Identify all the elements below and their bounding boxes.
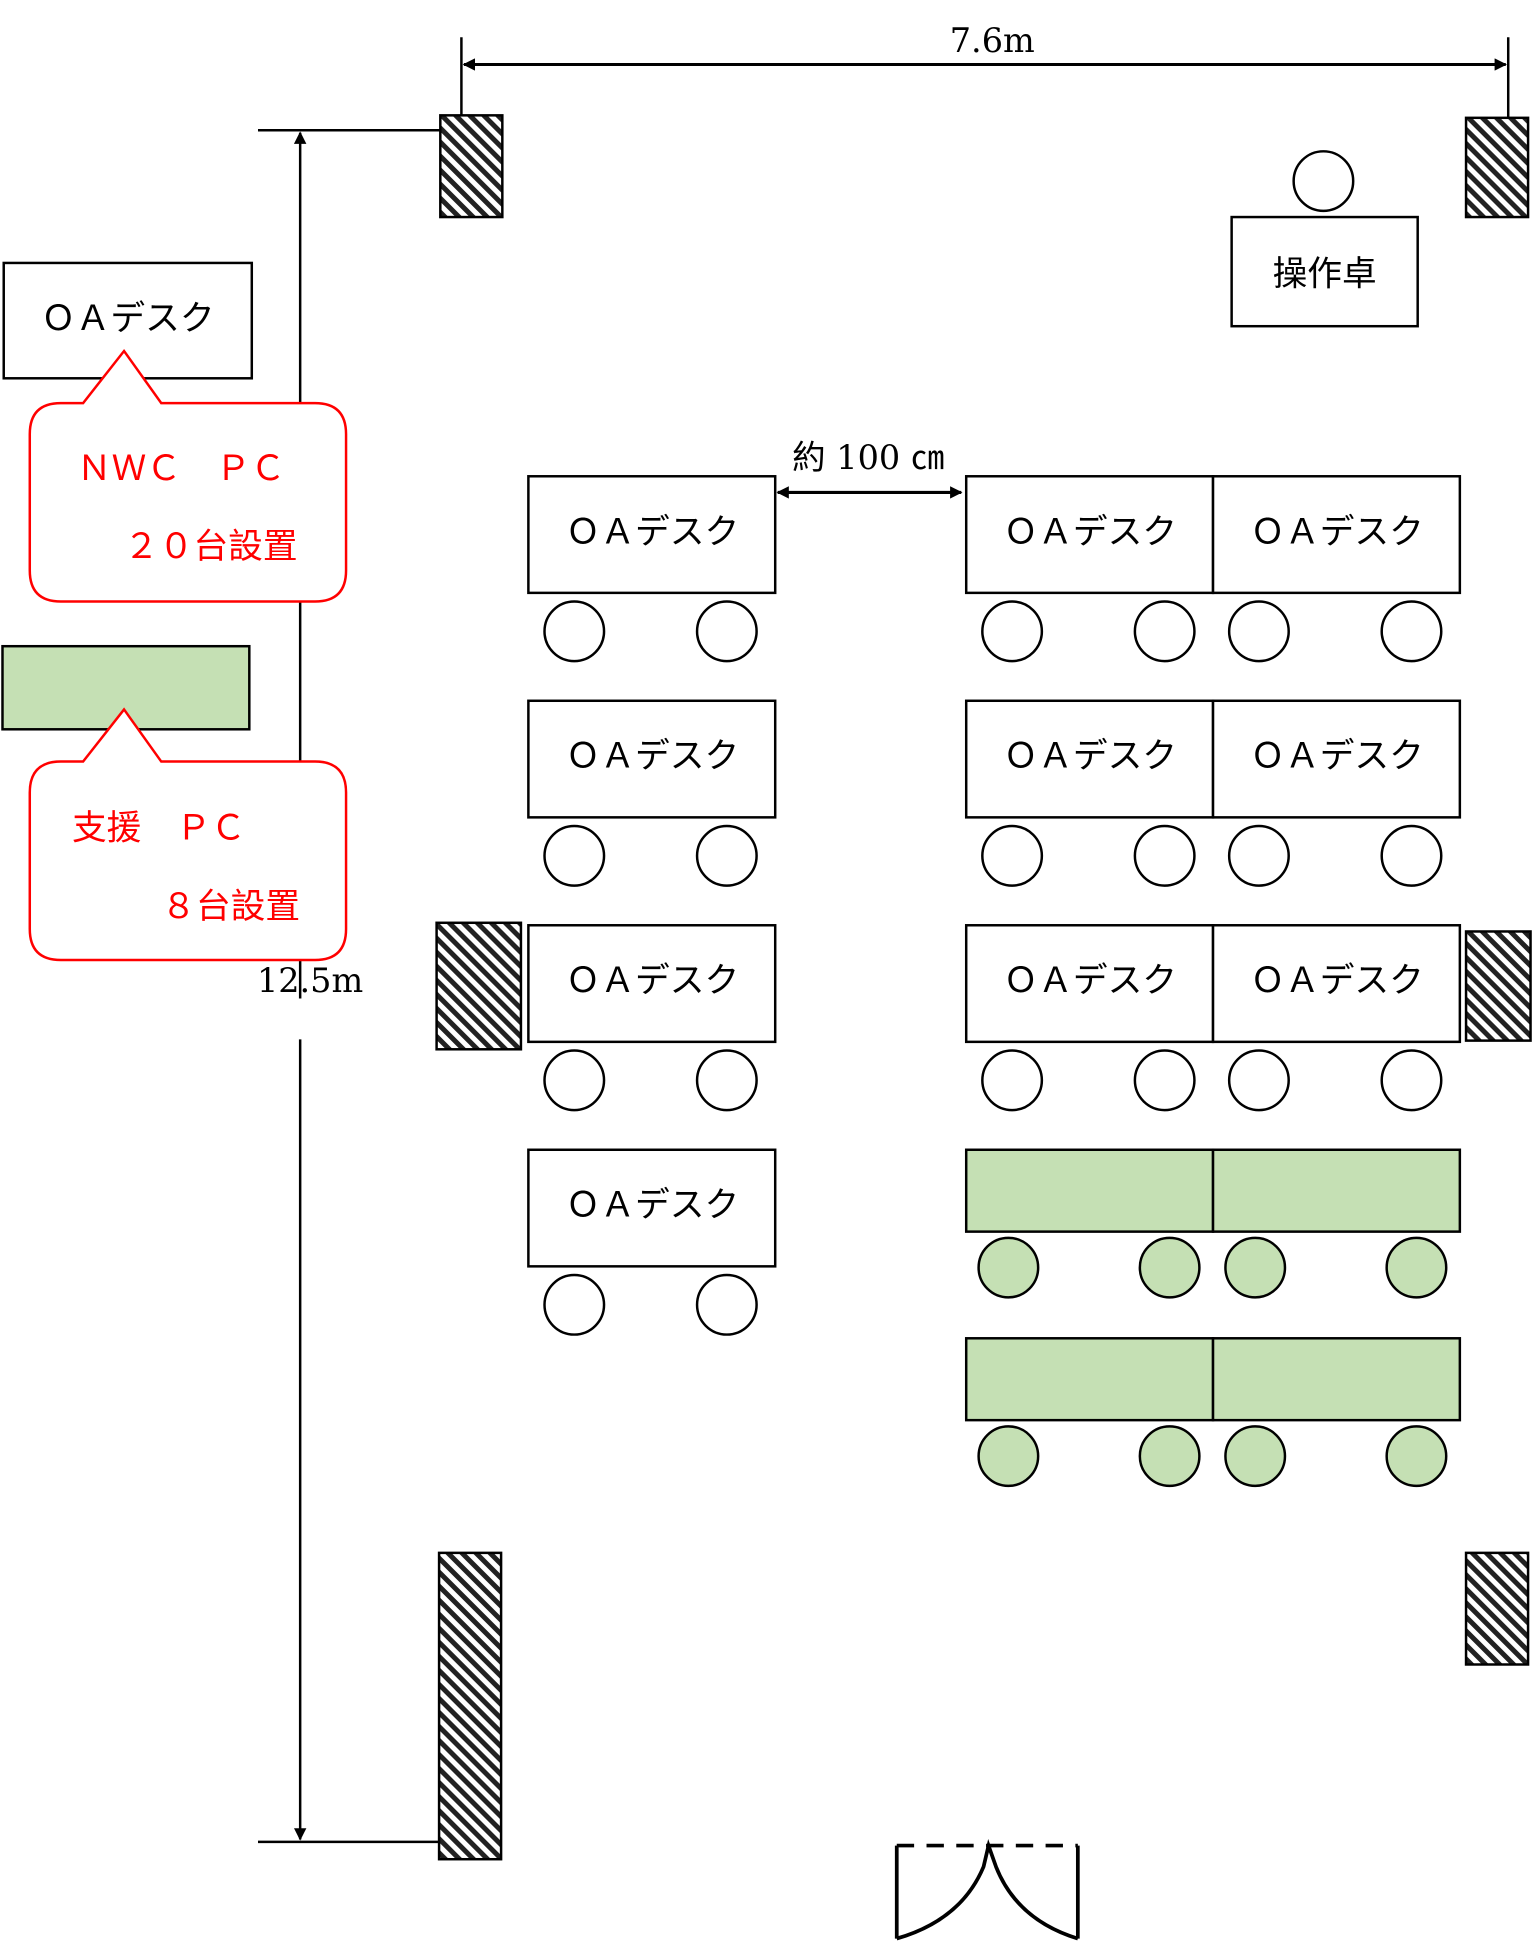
oa-desk <box>1211 924 1462 1044</box>
chair <box>695 824 758 887</box>
chair <box>543 1273 606 1336</box>
pc-chair <box>977 1236 1040 1299</box>
width-dimension: 7.6m <box>460 21 1510 118</box>
oa-desk <box>964 699 1215 819</box>
oa-desk-label: ＯＡデスク <box>566 737 740 777</box>
chair <box>543 1049 606 1112</box>
length-label: 12.5m <box>257 961 363 1000</box>
chair <box>1227 824 1290 887</box>
chair <box>695 1273 758 1336</box>
chair <box>981 600 1044 663</box>
pc-chair <box>1224 1236 1287 1299</box>
pc-chair <box>1385 1425 1448 1488</box>
oa-desk <box>527 924 777 1044</box>
oa-desk-label: ＯＡデスク <box>566 512 740 552</box>
chair <box>1380 600 1443 663</box>
entrance-door <box>894 1838 1080 1941</box>
callout-support-line2: ８台設置 <box>161 887 300 927</box>
oa-desk-label: ＯＡデスク <box>1003 961 1177 1001</box>
pc-desk <box>1211 1337 1462 1422</box>
oa-desk <box>964 475 1215 595</box>
pc-desk <box>964 1148 1215 1233</box>
callout-nwc-line2: ２０台設置 <box>124 527 298 567</box>
pillar <box>1464 1551 1530 1666</box>
aisle-label: 約 100 ㎝ <box>792 438 944 477</box>
pillar <box>435 921 523 1051</box>
legend-oa-desk-label: ＯＡデスク <box>41 299 215 339</box>
oa-desk <box>964 924 1215 1044</box>
chair <box>1380 1049 1443 1112</box>
pillar <box>1464 930 1532 1042</box>
oa-desk-label: ＯＡデスク <box>1003 512 1177 552</box>
pillar <box>439 114 504 219</box>
length-dimension: 12.5m <box>257 128 441 1844</box>
desk-layout: ＯＡデスク ＯＡデスク ＯＡデスク ＯＡデスク ＯＡデスク ＯＡデスク ＯＡデスク ＯＡデスク… <box>527 475 1462 1488</box>
pc-chair <box>977 1425 1040 1488</box>
callout-nwc-line1: ＮＷＣ ＰＣ <box>77 449 285 489</box>
aisle-dimension: 約 100 ㎝ <box>776 438 963 499</box>
chair <box>1227 600 1290 663</box>
oa-desk <box>527 699 777 819</box>
chair <box>1227 1049 1290 1112</box>
chair <box>1133 824 1196 887</box>
pc-chair <box>1385 1236 1448 1299</box>
width-label: 7.6m <box>950 21 1035 60</box>
callout-support-line1: 支援 ＰＣ <box>72 809 246 849</box>
chair <box>695 1049 758 1112</box>
chair <box>543 600 606 663</box>
operator-console: 操作卓 <box>1230 150 1419 328</box>
chair <box>981 1049 1044 1112</box>
chair <box>1292 150 1355 213</box>
oa-desk <box>1211 475 1462 595</box>
oa-desk-label: ＯＡデスク <box>566 1186 740 1226</box>
chair <box>1133 1049 1196 1112</box>
pillar <box>437 1551 503 1861</box>
oa-desk-label: ＯＡデスク <box>1250 512 1424 552</box>
chair <box>695 600 758 663</box>
callout-nwc-pc: ＮＷＣ ＰＣ ２０台設置 <box>28 348 348 603</box>
operator-console-label: 操作卓 <box>1273 254 1377 294</box>
pc-chair <box>1138 1425 1201 1488</box>
oa-desk-label: ＯＡデスク <box>566 961 740 1001</box>
oa-desk-label: ＯＡデスク <box>1250 737 1424 777</box>
chair <box>981 824 1044 887</box>
oa-desk <box>527 475 777 595</box>
pillars <box>435 114 1532 1861</box>
oa-desk <box>527 1148 777 1268</box>
pillar <box>1464 116 1530 219</box>
chair <box>1380 824 1443 887</box>
pc-desk <box>1211 1148 1462 1233</box>
oa-desk <box>1211 699 1462 819</box>
oa-desk-label: ＯＡデスク <box>1250 961 1424 1001</box>
callout-support-pc: 支援 ＰＣ ８台設置 <box>28 707 348 962</box>
oa-desk-label: ＯＡデスク <box>1003 737 1177 777</box>
chair <box>1133 600 1196 663</box>
pc-chair <box>1224 1425 1287 1488</box>
chair <box>543 824 606 887</box>
pc-chair <box>1138 1236 1201 1299</box>
pc-desk <box>964 1337 1215 1422</box>
